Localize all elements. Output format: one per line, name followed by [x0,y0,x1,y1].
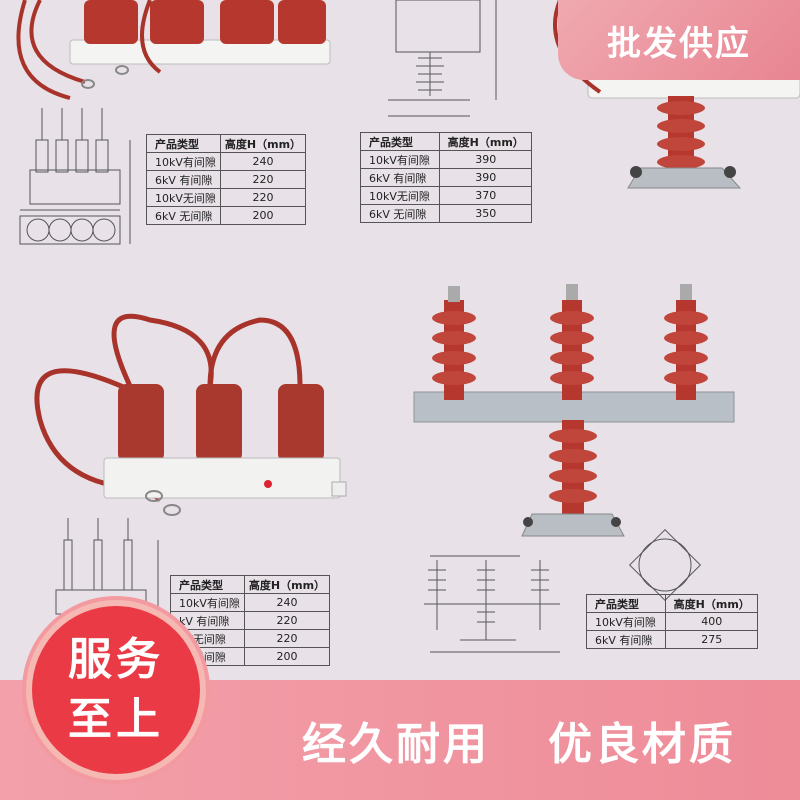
arrester-top-left [16,0,331,100]
slogan-durable: 经久耐用 [302,719,490,770]
table-header: 产品类型 [146,134,221,153]
wholesale-badge-text: 批发供应 [607,23,751,64]
table-header: 高度H（mm） [665,594,758,613]
slogan-quality: 优良材质 [548,719,736,770]
table-header: 高度H（mm） [439,132,532,151]
table-header: 产品类型 [585,594,667,613]
arrester-middle-right [413,284,735,537]
wholesale-badge: 批发供应 [558,0,800,80]
dimension-drawing-2 [388,0,497,117]
table-header: 产品类型 [359,132,441,151]
dimension-drawing-3 [55,518,159,615]
table-header: 高度H（mm） [219,134,307,153]
service-badge-line2: 至上 [68,694,164,745]
table-header: 高度H（mm） [243,575,331,594]
service-badge-line1: 服务 [68,634,164,685]
service-badge: 服务 至上 [32,606,200,774]
table-header: 产品类型 [170,575,245,594]
arrester-middle-left [34,313,347,516]
dimension-drawing-1 [19,108,131,245]
